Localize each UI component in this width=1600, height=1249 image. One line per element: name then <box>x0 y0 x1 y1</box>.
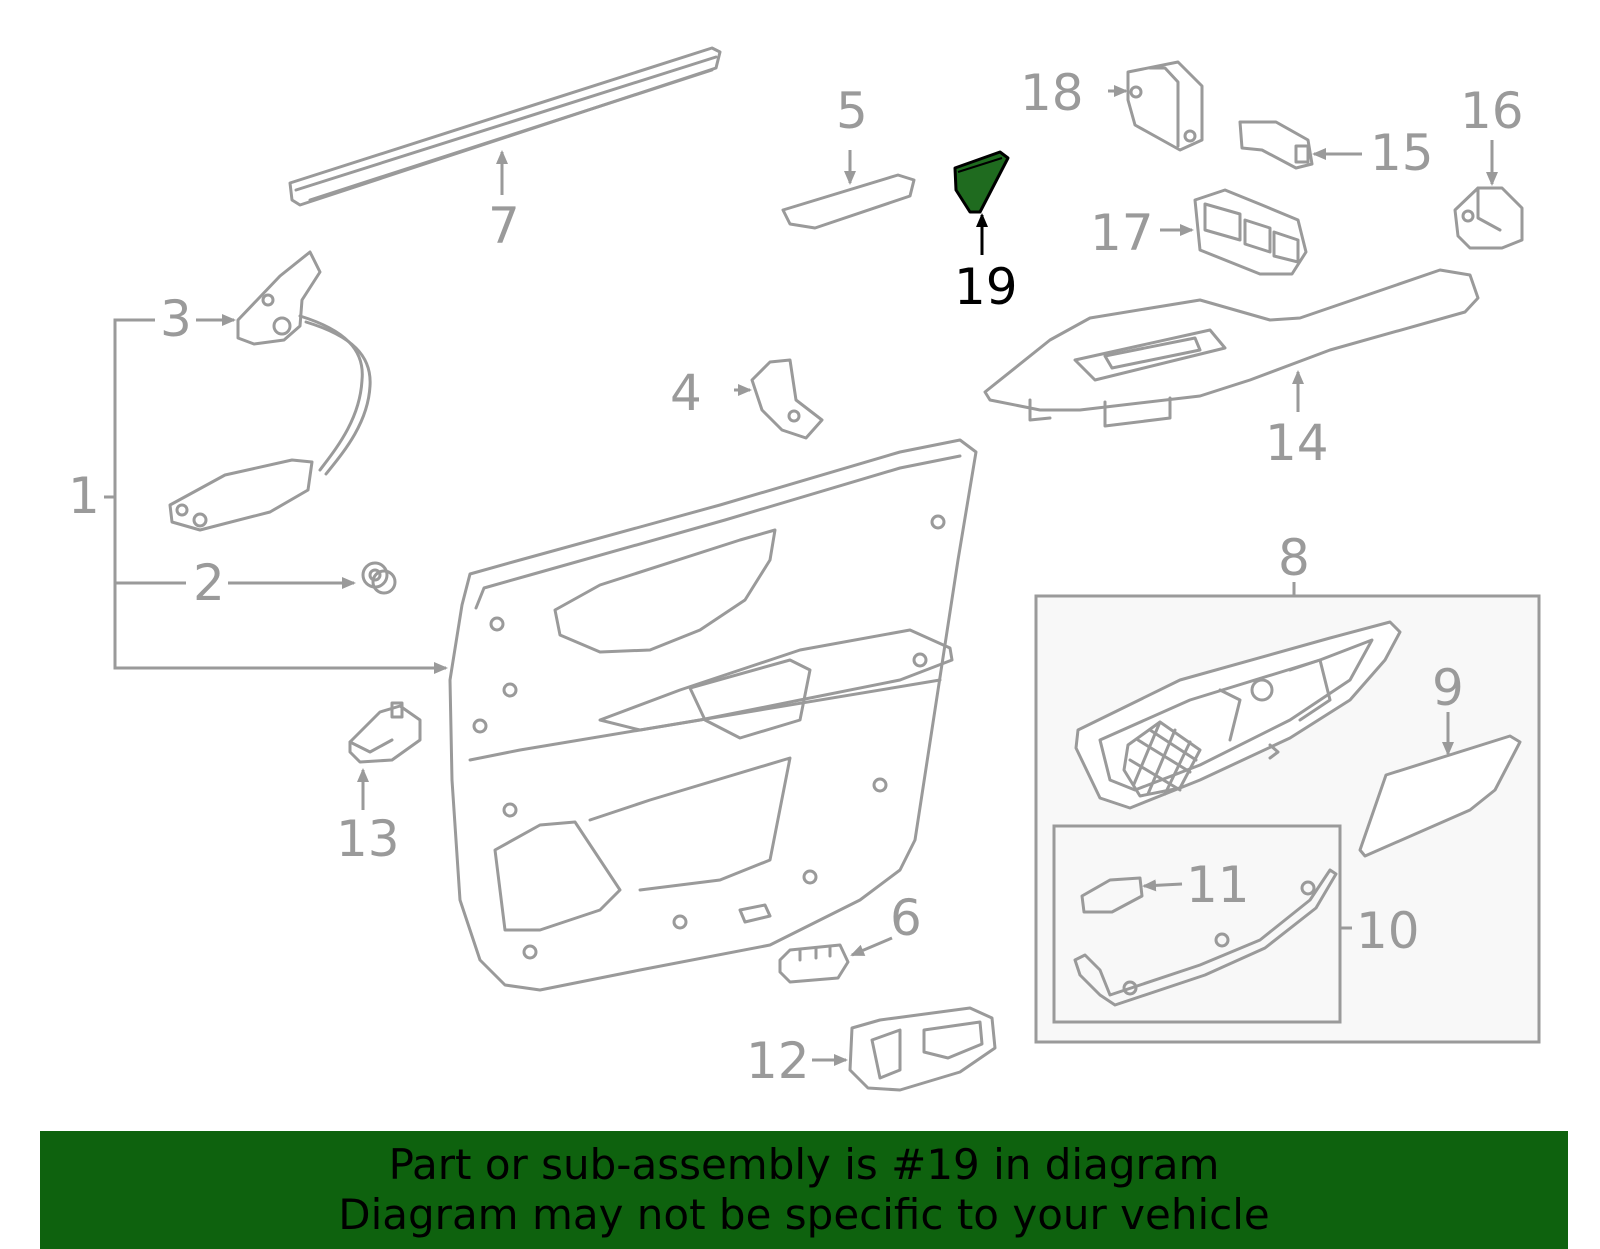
part-18-module[interactable] <box>1108 60 1204 152</box>
label-2: 2 <box>193 554 225 612</box>
door-trim-panel[interactable] <box>448 438 978 992</box>
part-6-clip[interactable] <box>778 936 893 984</box>
part-3-door-lock[interactable] <box>168 250 372 532</box>
label-3: 3 <box>160 290 192 348</box>
part-9-trim-plate[interactable] <box>1358 712 1522 858</box>
label-13: 13 <box>336 810 400 868</box>
label-4: 4 <box>670 364 702 422</box>
label-1: 1 <box>68 467 100 525</box>
part-19-highlighted[interactable] <box>953 150 1010 255</box>
part-7-belt-moulding[interactable] <box>288 46 722 207</box>
label-9: 9 <box>1432 659 1464 717</box>
label-5: 5 <box>836 82 868 140</box>
part-12-handle-bezel[interactable] <box>812 1006 997 1092</box>
part-2-clip[interactable] <box>228 561 397 595</box>
part-16-connector[interactable] <box>1453 140 1524 250</box>
part-1-bracket <box>104 318 448 674</box>
part-15-clip[interactable] <box>1238 120 1362 170</box>
part-17-switch-block[interactable] <box>1160 188 1308 276</box>
label-8: 8 <box>1278 529 1310 587</box>
banner-line-2: Diagram may not be specific to your vehi… <box>338 1190 1270 1239</box>
part-5-trim-strip[interactable] <box>781 150 916 230</box>
label-11: 11 <box>1186 856 1250 914</box>
label-6: 6 <box>890 889 922 947</box>
label-17: 17 <box>1090 204 1154 262</box>
info-banner: Part or sub-assembly is #19 in diagram D… <box>40 1131 1568 1249</box>
part-14-armrest-panel[interactable] <box>983 268 1480 428</box>
label-18: 18 <box>1020 64 1084 122</box>
part-13-connector[interactable] <box>348 701 422 810</box>
label-19: 19 <box>954 258 1018 316</box>
label-14: 14 <box>1265 414 1329 472</box>
label-16: 16 <box>1460 82 1524 140</box>
label-7: 7 <box>488 197 520 255</box>
part-4-bracket[interactable] <box>734 358 824 440</box>
label-15: 15 <box>1370 124 1434 182</box>
label-12: 12 <box>746 1032 810 1090</box>
label-10: 10 <box>1356 902 1420 960</box>
part-10-subassembly-box[interactable] <box>1052 824 1352 1024</box>
banner-line-1: Part or sub-assembly is #19 in diagram <box>388 1140 1220 1189</box>
